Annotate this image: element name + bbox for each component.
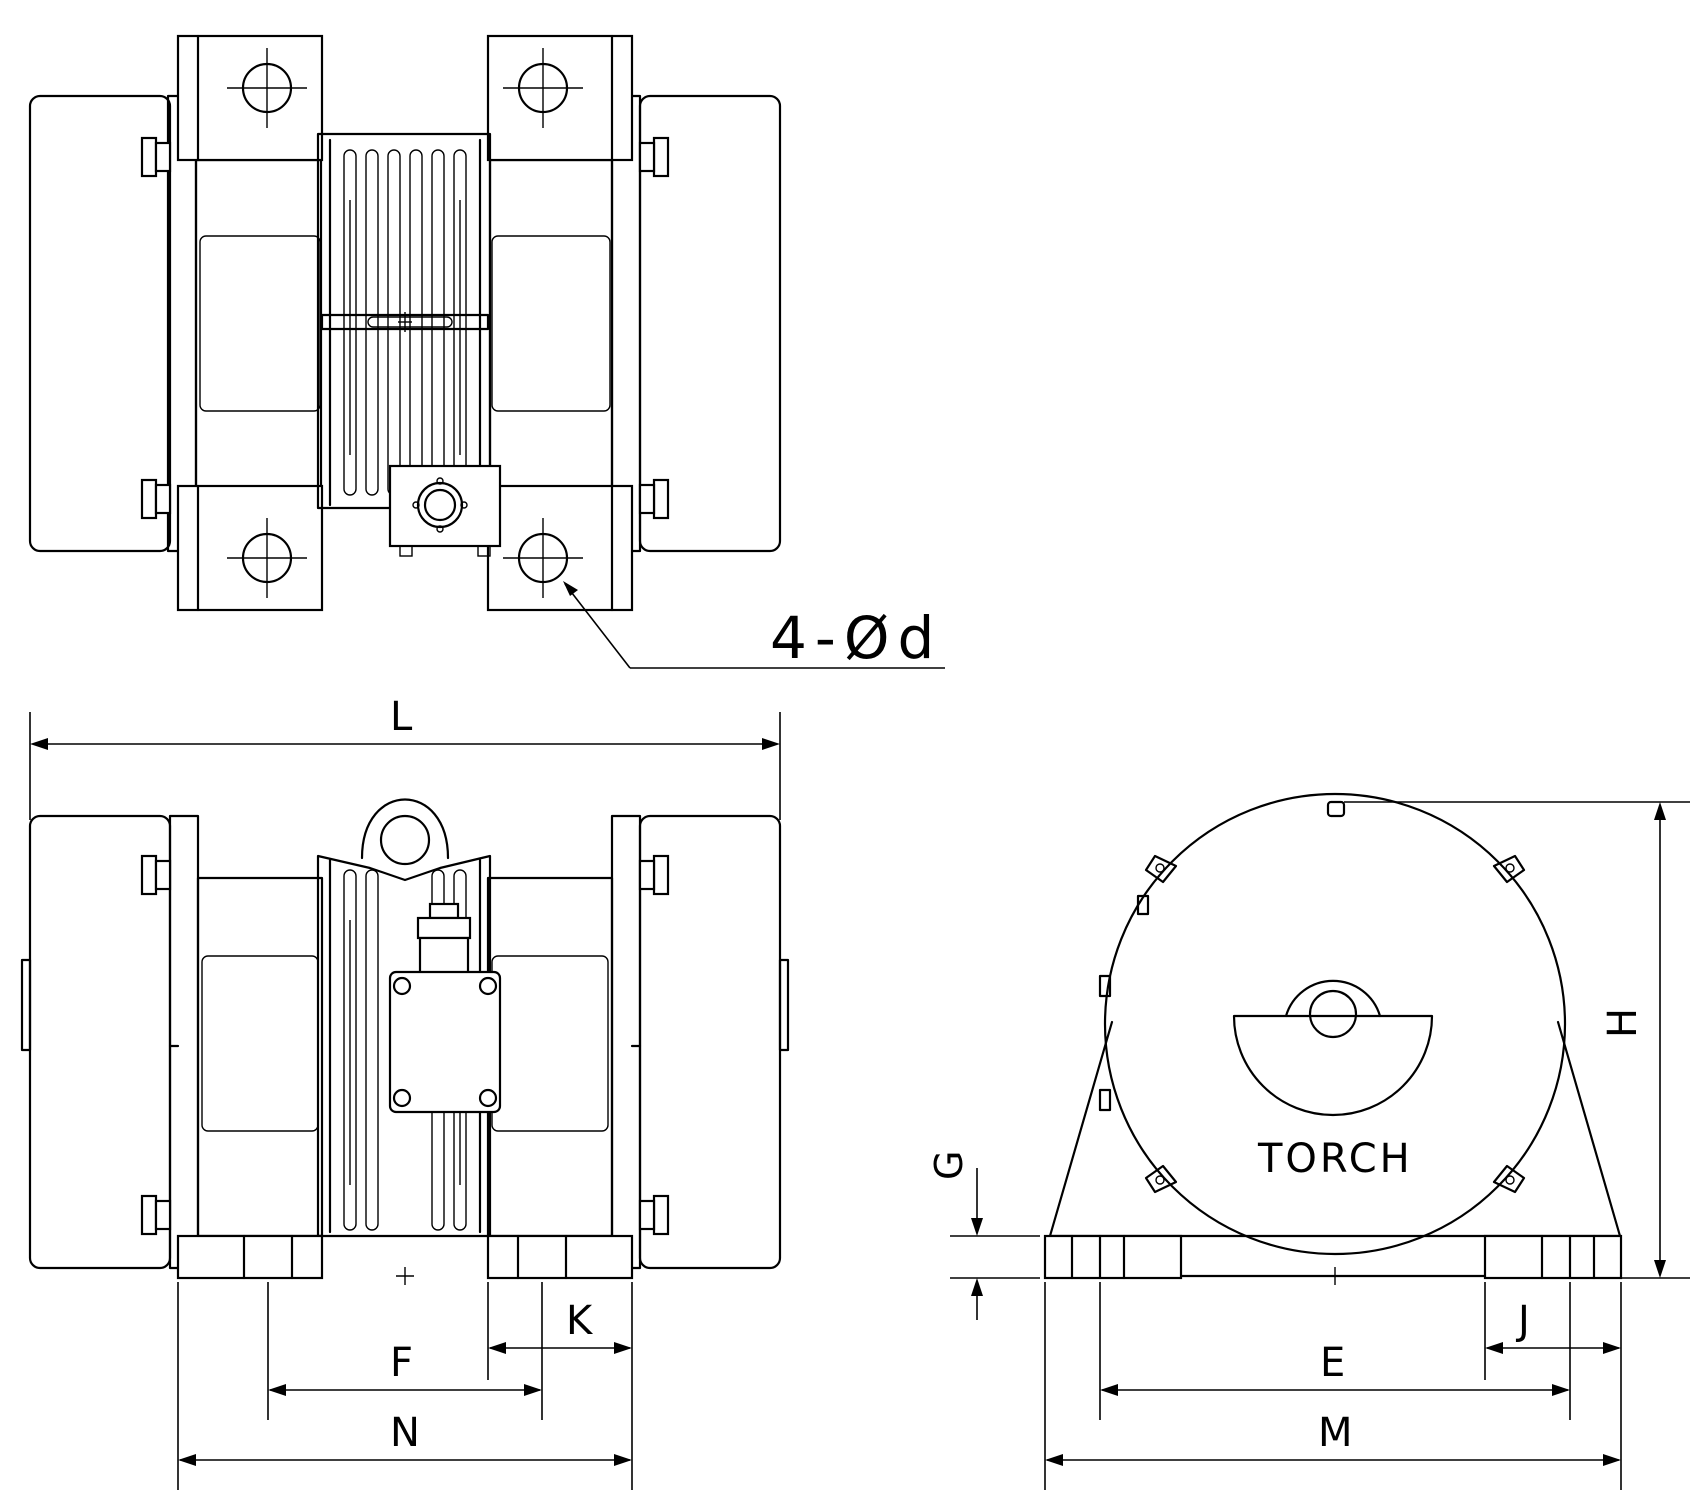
lifting-eye bbox=[360, 798, 450, 866]
mounting-lug bbox=[1144, 854, 1178, 884]
mounting-lug bbox=[1144, 1164, 1178, 1194]
dim-label-M: M bbox=[1318, 1410, 1353, 1456]
hole-leader bbox=[563, 581, 945, 669]
bolt bbox=[140, 136, 172, 178]
mounting-hole bbox=[227, 48, 307, 128]
mounting-hole bbox=[227, 518, 307, 598]
dim-label-K: K bbox=[566, 1298, 594, 1344]
terminal-box-top bbox=[388, 464, 502, 557]
eccentric-weight-icon bbox=[1232, 979, 1434, 1117]
bolt bbox=[638, 136, 670, 178]
hole-note-label: 4-Ød bbox=[770, 604, 942, 672]
brand-label: TORCH bbox=[1257, 1136, 1413, 1182]
dim-label-H: H bbox=[1600, 1008, 1646, 1038]
mounting-hole bbox=[503, 48, 583, 128]
bolt bbox=[638, 478, 670, 520]
front-view bbox=[20, 712, 790, 1490]
side-view bbox=[950, 792, 1690, 1490]
top-view bbox=[28, 34, 945, 669]
bolt bbox=[140, 478, 172, 520]
dim-label-G: G bbox=[927, 1151, 971, 1180]
mounting-lug bbox=[1492, 854, 1526, 884]
mounting-hole bbox=[503, 518, 583, 598]
dim-label-J: J bbox=[1515, 1298, 1530, 1344]
dim-label-N: N bbox=[390, 1410, 420, 1456]
dim-label-L: L bbox=[390, 694, 413, 740]
mounting-lug bbox=[1492, 1164, 1526, 1194]
terminal-box bbox=[388, 902, 502, 1114]
dim-label-E: E bbox=[1320, 1340, 1345, 1386]
dim-label-F: F bbox=[390, 1340, 413, 1386]
